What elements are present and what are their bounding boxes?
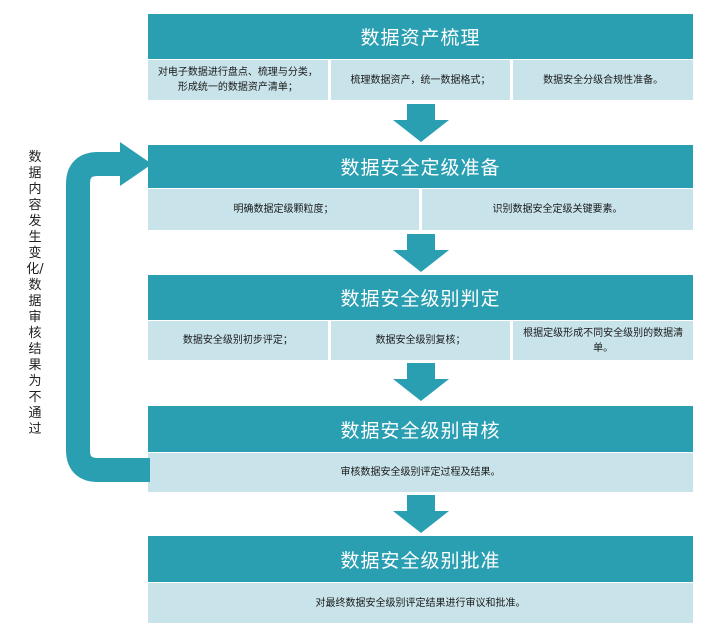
feedback-condition-label: 数据内容发生变化/数据审核结果为不通过 bbox=[26, 150, 44, 437]
stage-2-item-1: 明确数据定级颗粒度； bbox=[148, 189, 419, 230]
stage-5-item-1: 对最终数据安全级别评定结果进行审议和批准。 bbox=[148, 583, 693, 623]
stage-1-item-3: 数据安全分级合规性准备。 bbox=[513, 60, 694, 100]
stage-3-item-3: 根据定级形成不同安全级别的数据清单。 bbox=[513, 321, 694, 360]
stage-1-item-1: 对电子数据进行盘点、梳理与分类，形成统一的数据资产清单； bbox=[148, 60, 328, 100]
stage-5-title: 数据安全级别批准 bbox=[148, 536, 693, 582]
down-arrow-icon bbox=[393, 234, 449, 272]
stage-1-item-2: 梳理数据资产，统一数据格式； bbox=[330, 60, 511, 100]
stage-4-item-1: 审核数据安全级别评定过程及结果。 bbox=[148, 453, 693, 492]
stage-1-title: 数据资产梳理 bbox=[148, 14, 693, 59]
down-arrow-icon bbox=[393, 495, 449, 533]
stage-2-details: 明确数据定级颗粒度； 识别数据安全定级关键要素。 bbox=[148, 189, 693, 230]
stage-3-title: 数据安全级别判定 bbox=[148, 275, 693, 320]
stage-3-item-2: 数据安全级别复核； bbox=[330, 321, 511, 360]
stage-4-title: 数据安全级别审核 bbox=[148, 406, 693, 452]
stage-5-details: 对最终数据安全级别评定结果进行审议和批准。 bbox=[148, 583, 693, 623]
stage-2-item-2: 识别数据安全定级关键要素。 bbox=[422, 189, 693, 230]
stage-4-details: 审核数据安全级别评定过程及结果。 bbox=[148, 453, 693, 492]
stage-1-details: 对电子数据进行盘点、梳理与分类，形成统一的数据资产清单； 梳理数据资产，统一数据… bbox=[148, 60, 694, 100]
stage-3-details: 数据安全级别初步评定； 数据安全级别复核； 根据定级形成不同安全级别的数据清单。 bbox=[148, 321, 694, 360]
down-arrow-icon bbox=[393, 363, 449, 401]
stage-3-item-1: 数据安全级别初步评定； bbox=[148, 321, 328, 360]
stage-2-title: 数据安全定级准备 bbox=[148, 145, 693, 188]
down-arrow-icon bbox=[393, 104, 449, 142]
